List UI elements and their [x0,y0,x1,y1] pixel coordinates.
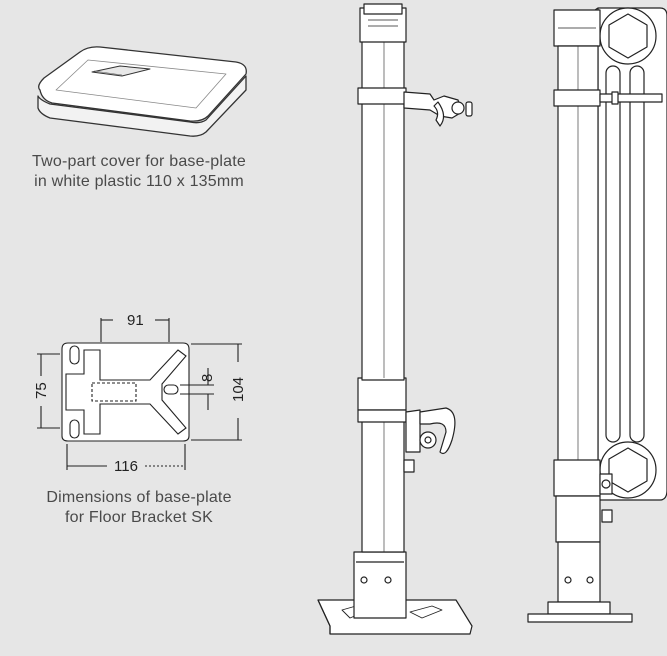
base-plate-drawing [37,318,242,470]
cover-caption-line2: in white plastic 110 x 135mm [34,173,244,190]
cover-caption-line1: Two-part cover for base-plate [32,153,246,170]
dim-bottom-width: 116 [114,458,138,475]
cover-illustration [37,46,247,137]
radiator-illustration [527,7,667,623]
floor-bracket-illustration [317,3,473,635]
dim-left-height: 75 [33,382,50,399]
dim-top-width: 91 [127,312,144,329]
base-plate-caption: Dimensions of base-plate for Floor Brack… [8,488,270,528]
base-plate-caption-line1: Dimensions of base-plate [46,489,232,506]
cover-caption: Two-part cover for base-plate in white p… [8,152,270,192]
base-plate-caption-line2: for Floor Bracket SK [64,509,214,526]
dim-right-height: 104 [230,377,247,402]
dim-slot: 8 [199,374,216,382]
